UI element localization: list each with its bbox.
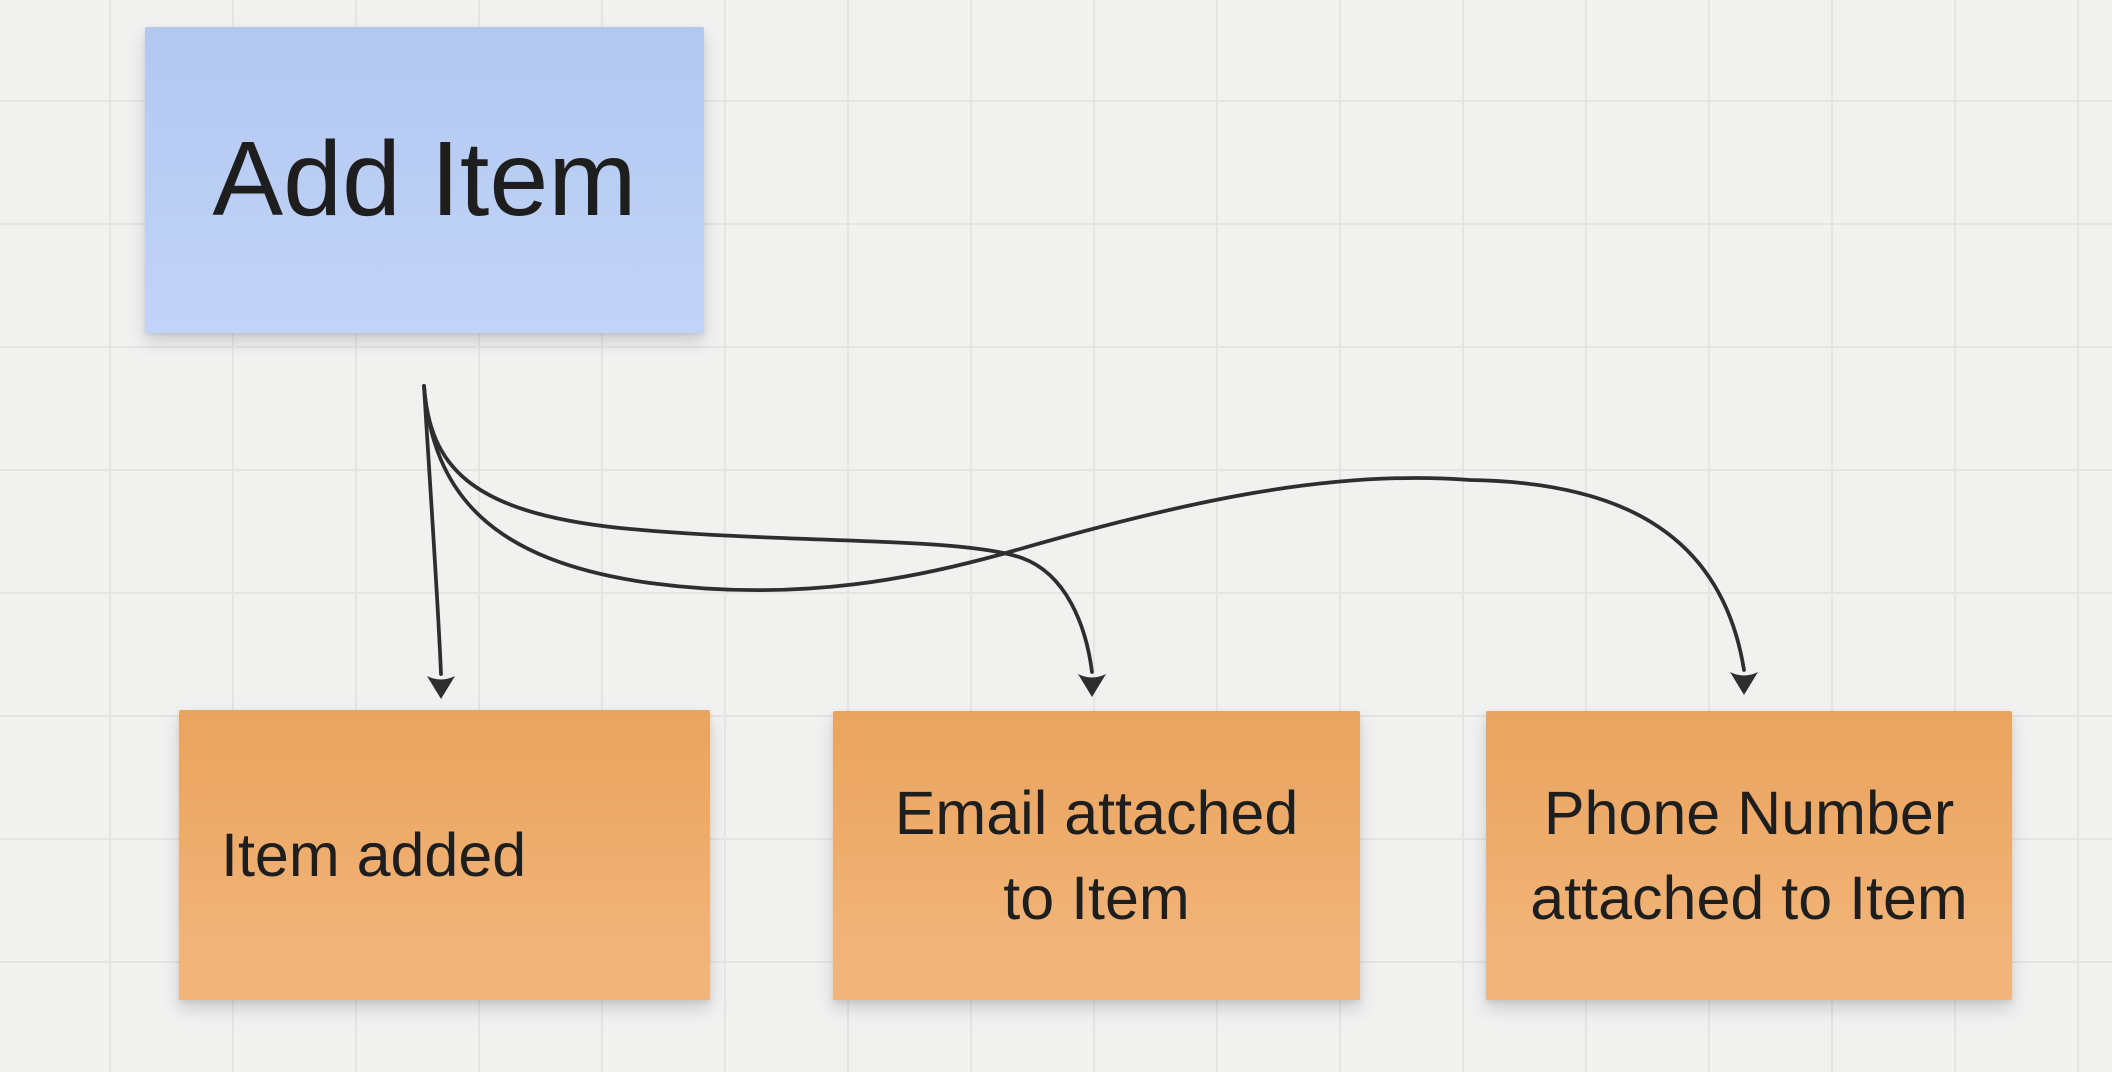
node-item-added[interactable]: Item added	[179, 710, 710, 1000]
edge-line-phone-attached[interactable]	[422, 384, 1746, 672]
node-email-attached[interactable]: Email attached to Item	[833, 711, 1360, 1000]
node-phone-attached[interactable]: Phone Number attached to Item	[1486, 711, 2012, 1000]
node-phone-attached-label-line1: Phone Number	[1543, 778, 1955, 847]
edge-add-item-to-phone-attached[interactable]	[422, 384, 1758, 695]
arrowhead-phone-attached	[1730, 672, 1758, 695]
node-add-item[interactable]: Add Item	[145, 27, 704, 333]
edge-add-item-to-item-added[interactable]	[422, 384, 455, 699]
edge-line-item-added[interactable]	[422, 384, 443, 676]
arrowhead-email-attached	[1078, 674, 1106, 697]
arrowhead-item-added	[427, 676, 455, 699]
node-item-added-label: Item added	[221, 820, 527, 889]
edge-line-email-attached[interactable]	[422, 384, 1094, 674]
edge-add-item-to-email-attached[interactable]	[422, 384, 1106, 697]
node-email-attached-label-line1: Email attached	[894, 778, 1299, 847]
node-add-item-label: Add Item	[212, 120, 637, 239]
node-phone-attached-label-line2: attached to Item	[1530, 863, 1968, 932]
node-email-attached-label-line2: to Item	[1003, 863, 1190, 932]
